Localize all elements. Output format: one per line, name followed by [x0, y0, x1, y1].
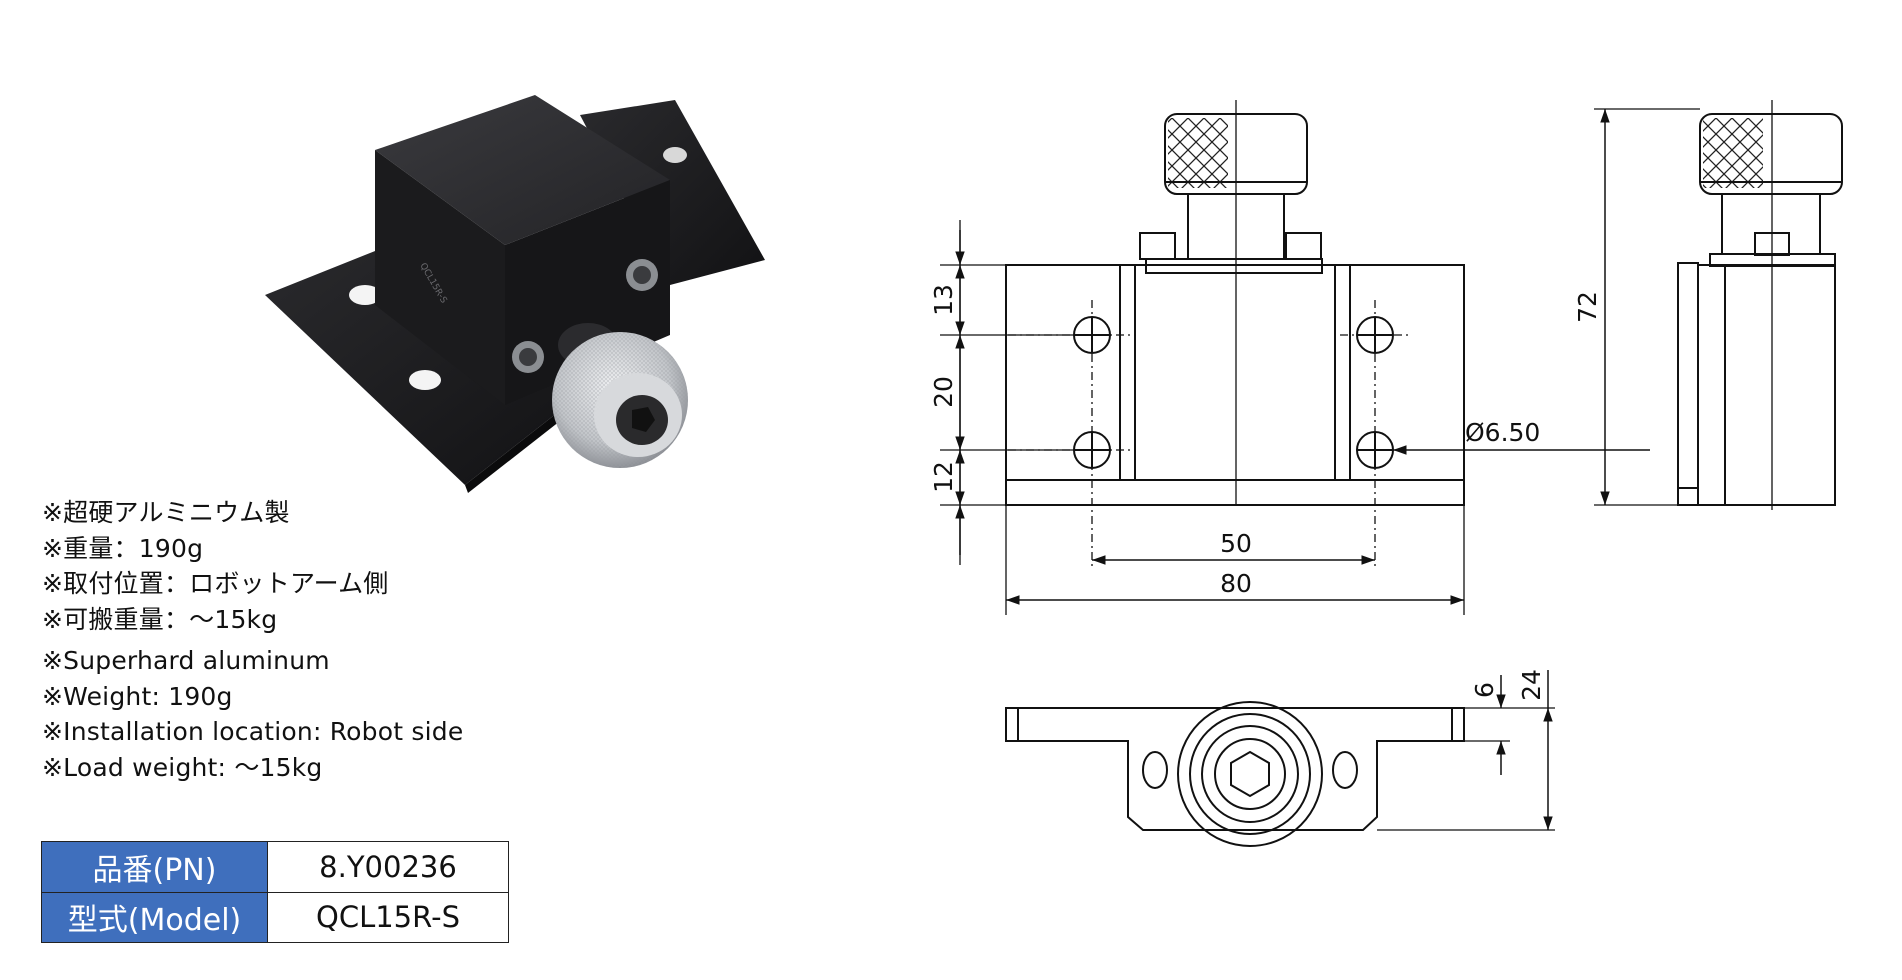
spec-weight-jp: ※重量：190g	[42, 533, 204, 563]
dim-12: 12	[929, 461, 958, 493]
model-label: 型式(Model)	[41, 891, 268, 943]
spec-weight-en: ※Weight: 190g	[42, 681, 233, 711]
spec-location-en: ※Installation location: Robot side	[42, 717, 464, 746]
dim-24: 24	[1517, 669, 1546, 701]
bottom-view	[1005, 701, 1465, 847]
dim-hole-diameter: Ø6.50	[1465, 418, 1540, 447]
spec-material-jp: ※超硬アルミニウム製	[42, 498, 290, 527]
dim-80: 80	[1220, 569, 1252, 598]
spec-material-en: ※Superhard aluminum	[42, 646, 330, 675]
plate-back	[580, 100, 765, 285]
spec-load-en: ※Load weight: ～15kg	[42, 752, 323, 782]
side-view	[1677, 113, 1843, 506]
spec-list: ※超硬アルミニウム製 ※重量：190g ※取付位置：ロボットアーム側 ※可搬重量…	[42, 495, 562, 785]
dim-13: 13	[929, 284, 958, 316]
body-front	[375, 150, 505, 405]
dim-6: 6	[1470, 682, 1499, 698]
plate-hole	[663, 147, 687, 163]
pn-value: 8.Y00236	[267, 841, 509, 893]
spec-location-jp: ※取付位置：ロボットアーム側	[42, 569, 389, 598]
spec-load-jp: ※可搬重量：～15kg	[42, 604, 278, 634]
technical-drawing: 13 20 12 50 80 Ø6.50 72 6 24	[929, 100, 1843, 847]
dim-20: 20	[929, 376, 958, 408]
plate-hole	[349, 285, 381, 305]
table-row: 品番(PN) 8.Y00236	[41, 841, 509, 893]
part-number-table: 品番(PN) 8.Y00236 型式(Model) QCL15R-S	[41, 841, 509, 943]
plate-hole	[409, 370, 441, 390]
dim-50: 50	[1220, 529, 1252, 558]
table-row: 型式(Model) QCL15R-S	[41, 891, 509, 943]
pn-label: 品番(PN)	[41, 841, 268, 893]
product-photo: QCL15R-S	[265, 95, 765, 493]
front-view	[1005, 113, 1465, 506]
model-value: QCL15R-S	[267, 891, 509, 943]
dim-72: 72	[1573, 291, 1602, 323]
body-top	[375, 95, 670, 245]
plate-main	[265, 245, 580, 485]
